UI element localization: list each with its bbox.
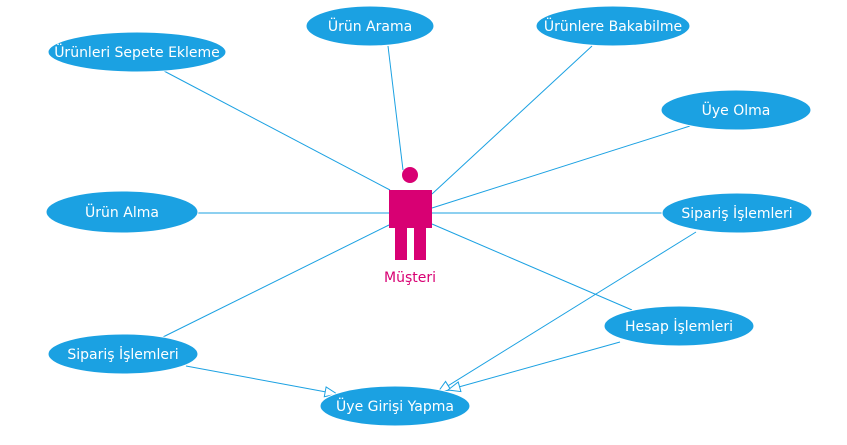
use-case-uc4[interactable]: Üye Olma xyxy=(660,89,812,131)
use-case-ellipse[interactable] xyxy=(305,5,435,47)
use-case-ellipse[interactable] xyxy=(661,192,813,234)
use-case-ellipse[interactable] xyxy=(603,305,755,347)
association-line-uc7 xyxy=(431,223,633,311)
use-case-label: Ürün Alma xyxy=(85,203,159,221)
use-case-uc8[interactable]: Sipariş İşlemleri xyxy=(47,333,199,375)
association-line-uc2 xyxy=(431,45,593,195)
use-case-label: Üye Girişi Yapma xyxy=(336,397,454,415)
use-case-ellipse[interactable] xyxy=(45,190,199,234)
association-line-uc3 xyxy=(163,70,391,191)
use-case-label: Sipariş İşlemleri xyxy=(67,345,178,363)
use-case-label: Ürün Arama xyxy=(328,17,412,35)
association-line-uc1 xyxy=(387,45,404,171)
use-case-ellipse[interactable] xyxy=(47,333,199,375)
use-case-ellipse[interactable] xyxy=(319,385,471,427)
use-case-uc3[interactable]: Ürünleri Sepete Ekleme xyxy=(47,31,227,73)
use-case-uc1[interactable]: Ürün Arama xyxy=(305,5,435,47)
use-case-label: Ürünlere Bakabilme xyxy=(544,17,682,35)
association-line-uc8 xyxy=(162,224,390,338)
dependency-line-uc7-uc9 xyxy=(447,341,621,391)
arrowhead-icon xyxy=(446,381,462,393)
actor-figure-icon xyxy=(389,167,432,260)
association-line-uc4 xyxy=(431,125,691,209)
use-case-label: Üye Olma xyxy=(702,101,771,119)
use-case-ellipse[interactable] xyxy=(47,31,227,73)
dependency-line-uc6-uc9 xyxy=(437,231,697,393)
actor-musteri: Müşteri xyxy=(384,167,436,286)
actor-label: Müşteri xyxy=(384,270,436,286)
use-case-ellipse[interactable] xyxy=(535,5,691,47)
use-case-uc6[interactable]: Sipariş İşlemleri xyxy=(661,192,813,234)
use-case-label: Hesap İşlemleri xyxy=(625,317,733,335)
use-case-uc5[interactable]: Ürün Alma xyxy=(45,190,199,234)
use-case-uc9[interactable]: Üye Girişi Yapma xyxy=(319,385,471,427)
dependency-line-uc8-uc9 xyxy=(185,365,338,395)
use-case-uc7[interactable]: Hesap İşlemleri xyxy=(603,305,755,347)
use-case-uc2[interactable]: Ürünlere Bakabilme xyxy=(535,5,691,47)
use-case-ellipse[interactable] xyxy=(660,89,812,131)
use-case-label: Sipariş İşlemleri xyxy=(681,204,792,222)
use-case-label: Ürünleri Sepete Ekleme xyxy=(54,43,220,61)
